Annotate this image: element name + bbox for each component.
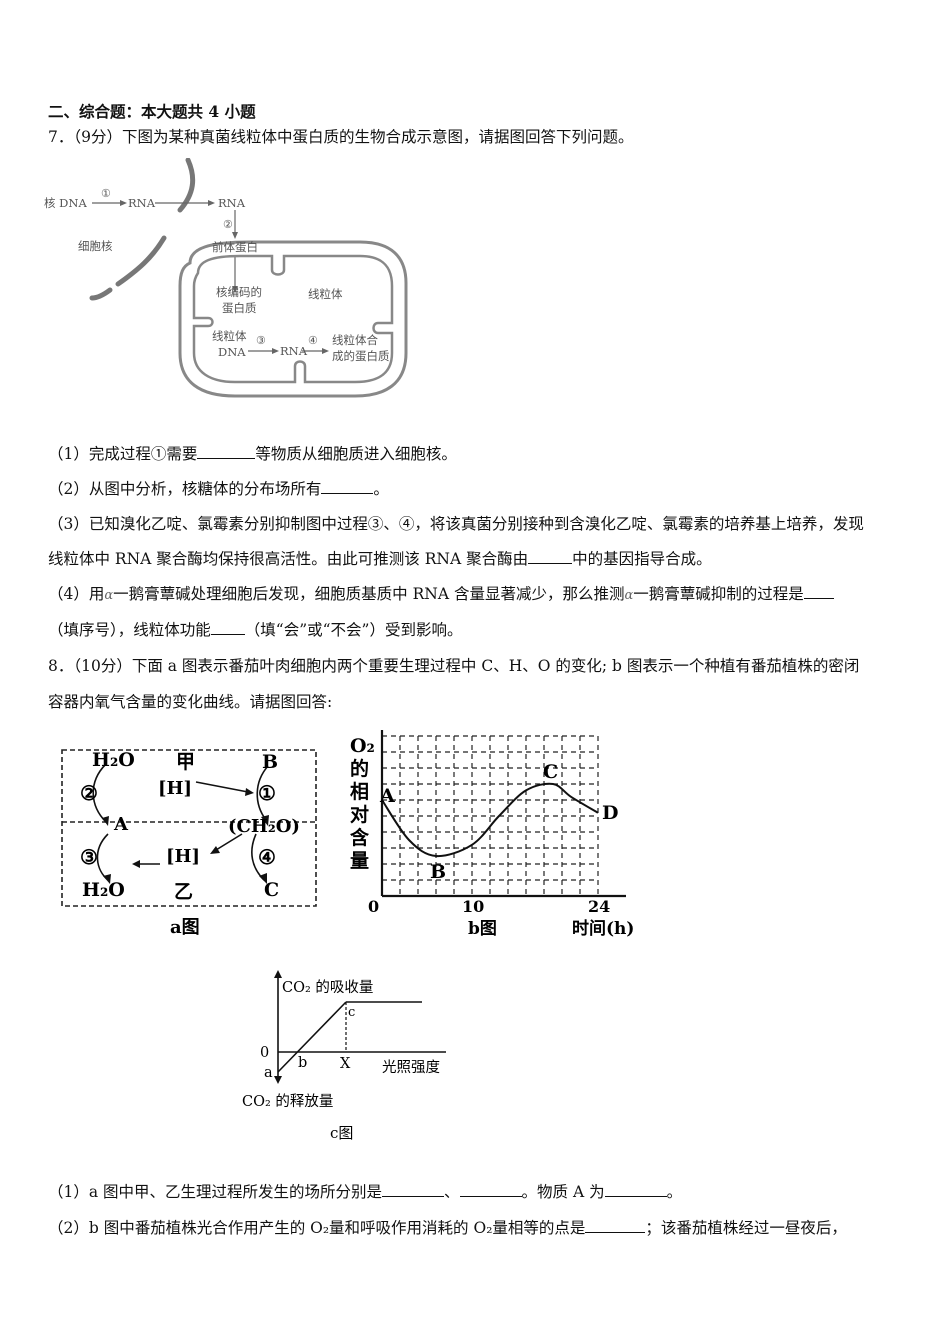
q7-part-3-line1: （3）已知溴化乙啶、氯霉素分别抑制图中过程③、④，将该真菌分别接种到含溴化乙啶、… — [48, 515, 864, 533]
label-mitochondrion: 线粒体 — [308, 287, 343, 301]
fig-a-a: A — [113, 814, 129, 835]
fig-a-yi: 乙 — [174, 881, 193, 903]
chart-series-line — [381, 782, 599, 858]
figure-q7-mito-diagram: 核 DNA ① RNA RNA ② 细胞核 前体蛋白 核编码的 蛋白质 线粒体 … — [44, 158, 408, 398]
fig-c-a: a — [264, 1065, 273, 1081]
chart-point-label-d: D — [602, 802, 618, 824]
chart-x-tick-label: 10 — [462, 897, 484, 916]
fig-c-ylabel-bottom: CO₂ 的释放量 — [242, 1093, 333, 1110]
fig-a-h-top: [H] — [158, 778, 192, 799]
fig-c-c: c — [348, 1005, 355, 1020]
label-nuclear-encoded-1: 核编码的 — [216, 285, 262, 299]
figure-c: CO₂ 的吸收量 0 a b X c 光照强度 CO₂ 的释放量 c图 — [242, 970, 446, 1142]
label-precursor-protein: 前体蛋白 — [212, 240, 258, 254]
label-mito-dna-2: DNA — [218, 345, 246, 359]
chart-y-label-char: 量 — [350, 850, 369, 872]
chart-point-label-a: A — [379, 785, 395, 807]
q7-part-3-line2: 线粒体中 RNA 聚合酶均保持很高活性。由此可推测该 RNA 聚合酶由中的基因指… — [48, 550, 712, 568]
label-mito-protein-2: 成的蛋白质 — [332, 349, 390, 363]
fig-a-h2o-bottom: H₂O — [82, 879, 125, 901]
question-8-stem-line2: 容器内氧气含量的变化曲线。请据图回答: — [48, 693, 333, 711]
fig-a-caption: a图 — [170, 917, 200, 938]
chart-y-label-char: 相 — [350, 781, 369, 803]
section-title: 二、综合题：本大题共 4 小题 — [48, 102, 256, 121]
label-step-3: ③ — [256, 334, 266, 347]
chart-x-tick-label: 0 — [368, 897, 379, 916]
chart-point-label-b: B — [430, 861, 446, 883]
chart-point-label-c: C — [543, 761, 558, 783]
label-step-2: ② — [223, 218, 233, 231]
question-7-stem: 7．（9分）下图为某种真菌线粒体中蛋白质的生物合成示意图，请据图回答下列问题。 — [48, 128, 634, 146]
chart-grid — [382, 735, 599, 896]
chart-point-labels: A B C D — [379, 761, 618, 883]
label-step-1: ① — [101, 187, 111, 200]
fig-a-jia: 甲 — [176, 751, 195, 773]
chart-y-label-char: 的 — [350, 757, 369, 780]
fig-a-b: B — [262, 751, 278, 773]
fig-a-circle-3: ③ — [80, 845, 98, 869]
q7-part-4-line1: （4）用α一鹅膏蕈碱处理细胞后发现，细胞质基质中 RNA 含量显著减少，那么推测… — [48, 583, 834, 607]
fig-a-ch2o: (CH₂O) — [228, 816, 300, 837]
q7-part-1: （1）完成过程①需要等物质从细胞质进入细胞核。 — [48, 445, 457, 463]
q8-part-2: （2）b 图中番茄植株光合作用产生的 O₂量和呼吸作用消耗的 O₂量相等的点是；… — [48, 1219, 847, 1237]
figure-a: H₂O 甲 B ② [H] ① A (CH₂O) ③ [H] ④ H₂O 乙 C… — [61, 749, 317, 938]
fig-c-x: X — [340, 1056, 351, 1072]
chart-x-tick-label: 24 — [588, 897, 610, 916]
chart-y-label-char: 对 — [350, 803, 369, 826]
fig-c-b: b — [298, 1055, 307, 1071]
fig-a-circle-2: ② — [80, 781, 98, 805]
q7-part-4-line2: （填序号），线粒体功能（填“会”或“不会”）受到影响。 — [48, 621, 463, 639]
fig-c-zero: 0 — [260, 1045, 269, 1061]
label-nuclear-encoded-2: 蛋白质 — [222, 301, 257, 315]
fig-a-circle-1: ① — [258, 781, 276, 805]
label-mito-protein-1: 线粒体合 — [332, 333, 378, 347]
label-rna-2: RNA — [218, 196, 246, 210]
fig-a-c: C — [264, 879, 279, 901]
question-8-stem-line1: 8．（10分）下面 a 图表示番茄叶肉细胞内两个重要生理过程中 C、H、O 的变… — [48, 657, 860, 675]
fig-c-ylabel-top: CO₂ 的吸收量 — [282, 979, 373, 996]
fig-a-h-bottom: [H] — [166, 846, 200, 867]
label-step-4: ④ — [308, 334, 318, 347]
chart-y-label-char: O₂ — [350, 735, 375, 757]
chart-axes — [380, 730, 626, 898]
q7-part-2: （2）从图中分析，核糖体的分布场所有。 — [48, 480, 389, 498]
label-rna-1: RNA — [128, 196, 156, 210]
label-nucleus-dna: 核 DNA — [44, 196, 87, 210]
chart-y-label-char: 含 — [350, 826, 370, 849]
label-nucleus: 细胞核 — [78, 239, 113, 253]
chart-x-axis-label: 时间(h) — [572, 918, 634, 939]
fig-a-circle-4: ④ — [258, 845, 276, 869]
chart-x-tick-labels: 0 10 24 — [368, 897, 610, 916]
figure-b-caption: b图 — [468, 919, 497, 939]
fig-c-caption: c图 — [330, 1124, 353, 1142]
fig-c-xlabel: 光照强度 — [382, 1059, 440, 1076]
fig-a-h2o-top: H₂O — [92, 749, 135, 771]
q8-part-1: （1）a 图中甲、乙生理过程所发生的场所分别是、。物质 A 为。 — [48, 1183, 683, 1201]
label-mito-dna-1: 线粒体 — [212, 329, 247, 343]
label-rna-3: RNA — [280, 344, 308, 358]
